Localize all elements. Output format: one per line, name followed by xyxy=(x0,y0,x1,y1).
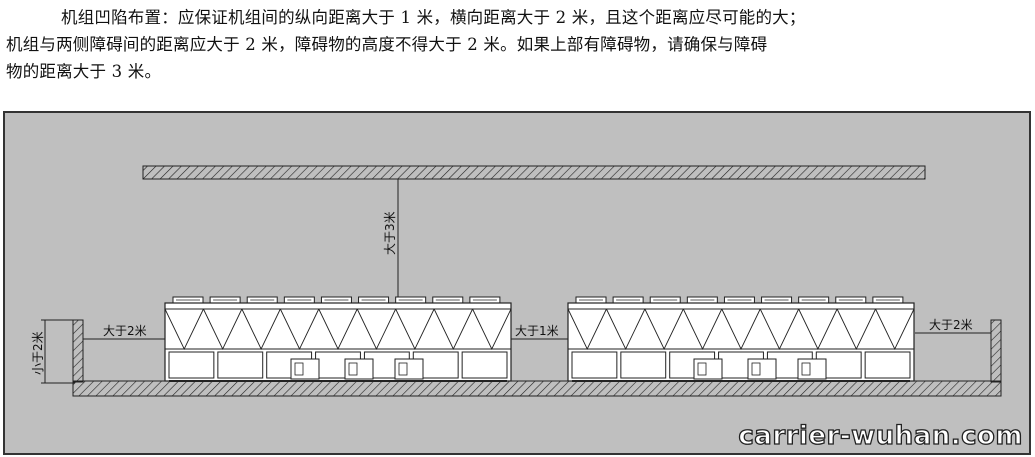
right-unit-compressor xyxy=(693,358,723,380)
right-unit-panel xyxy=(571,351,618,379)
left-unit-compressor xyxy=(394,358,424,380)
chiller-unit-left xyxy=(164,296,512,382)
right-unit-panel xyxy=(864,351,911,379)
left-unit-compressor xyxy=(344,358,374,380)
left-wall xyxy=(72,319,84,383)
watermark: carrier-wuhan.com xyxy=(738,420,1023,451)
description-paragraph: 机组凹陷布置：应保证机组间的纵向距离大于 1 米，横向距离大于 2 米，且这个距… xyxy=(6,4,1030,85)
installation-diagram: 大于3米 小于2米 大于2米 大于1米 大于2米 carrier-wuhan.c… xyxy=(3,111,1031,455)
paragraph-line-2: 机组与两侧障碍间的距离应大于 2 米，障碍物的高度不得大于 2 米。如果上部有障… xyxy=(6,35,768,54)
right-unit-compressor xyxy=(747,358,777,380)
left-unit-compressor-detail xyxy=(348,362,358,376)
top-distance-label: 大于3米 xyxy=(383,211,397,255)
pit-floor xyxy=(72,380,1002,397)
right-gap-label: 大于2米 xyxy=(929,318,973,332)
left-unit-panel xyxy=(217,351,264,379)
left-unit-compressor-detail xyxy=(294,362,304,376)
middle-gap-label: 大于1米 xyxy=(515,324,559,338)
paragraph-line-3: 物的距离大于 3 米。 xyxy=(6,62,162,81)
right-unit-panel xyxy=(620,351,667,379)
paragraph-line-1: 机组凹陷布置：应保证机组间的纵向距离大于 1 米，横向距离大于 2 米，且这个距… xyxy=(61,8,806,27)
right-unit-compressor-detail xyxy=(801,362,811,376)
right-unit-compressor xyxy=(797,358,827,380)
right-unit-compressor-detail xyxy=(751,362,761,376)
left-height-label: 小于2米 xyxy=(31,331,45,375)
chiller-unit-right xyxy=(567,296,915,382)
ceiling-obstacle xyxy=(142,165,926,180)
diagram-svg: 大于3米 小于2米 大于2米 大于1米 大于2米 xyxy=(31,165,1002,397)
left-unit-panel xyxy=(168,351,215,379)
left-unit-compressor xyxy=(290,358,320,380)
left-unit-compressor-detail xyxy=(398,362,408,376)
right-wall xyxy=(990,319,1002,383)
right-unit-compressor-detail xyxy=(697,362,707,376)
left-gap-label: 大于2米 xyxy=(103,324,147,338)
left-unit-panel xyxy=(461,351,508,379)
